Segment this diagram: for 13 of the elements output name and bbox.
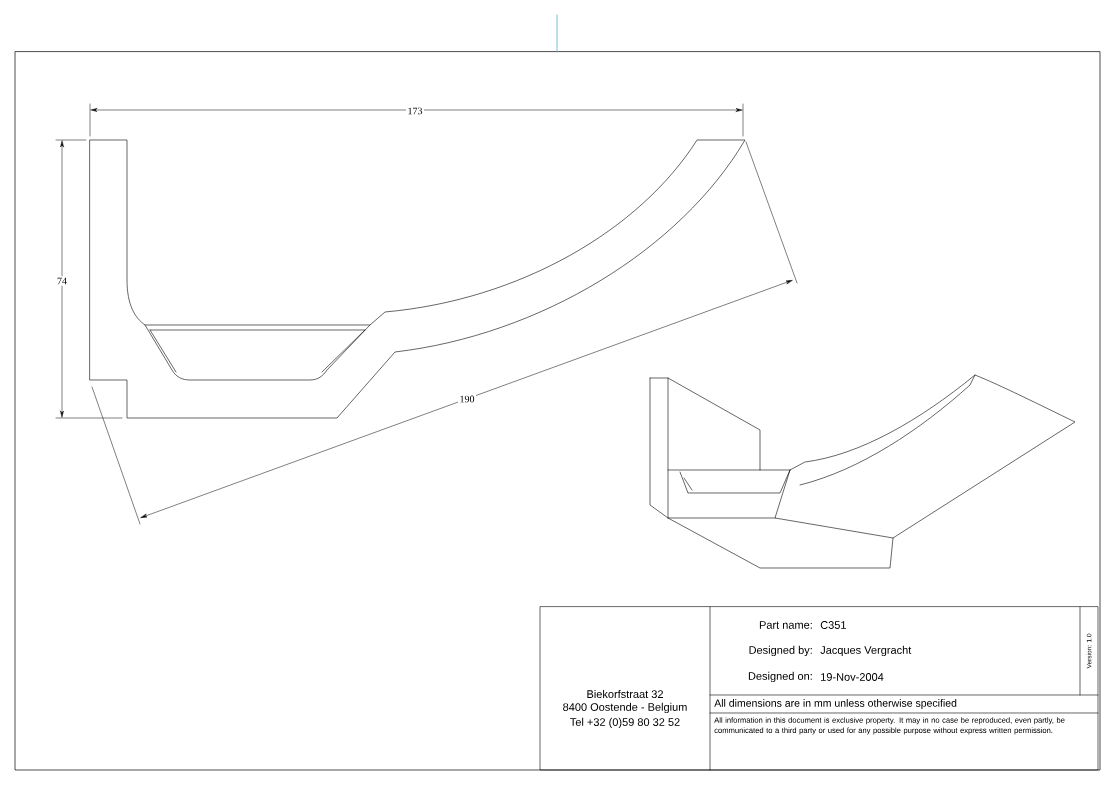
dimension-label: 173 <box>406 106 424 116</box>
field-value: C351 <box>820 621 846 629</box>
field-label: Part name: <box>759 621 812 629</box>
address-line: 8400 Oostende - Belgium <box>563 702 687 714</box>
field-value: Jacques Vergracht <box>820 645 912 657</box>
address-line: Tel +32 (0)59 80 32 52 <box>570 717 680 729</box>
note-text: All dimensions are in mm unless otherwise specified <box>714 699 957 709</box>
field-label: Designed on: <box>748 671 812 683</box>
field-value: 19-Nov-2004 <box>821 673 884 681</box>
address-line: Biekorfstraat 32 <box>587 689 663 699</box>
field-label: Designed by: <box>749 645 812 657</box>
dimension-label: 190 <box>458 394 476 404</box>
dimension-label: 74 <box>55 276 69 286</box>
